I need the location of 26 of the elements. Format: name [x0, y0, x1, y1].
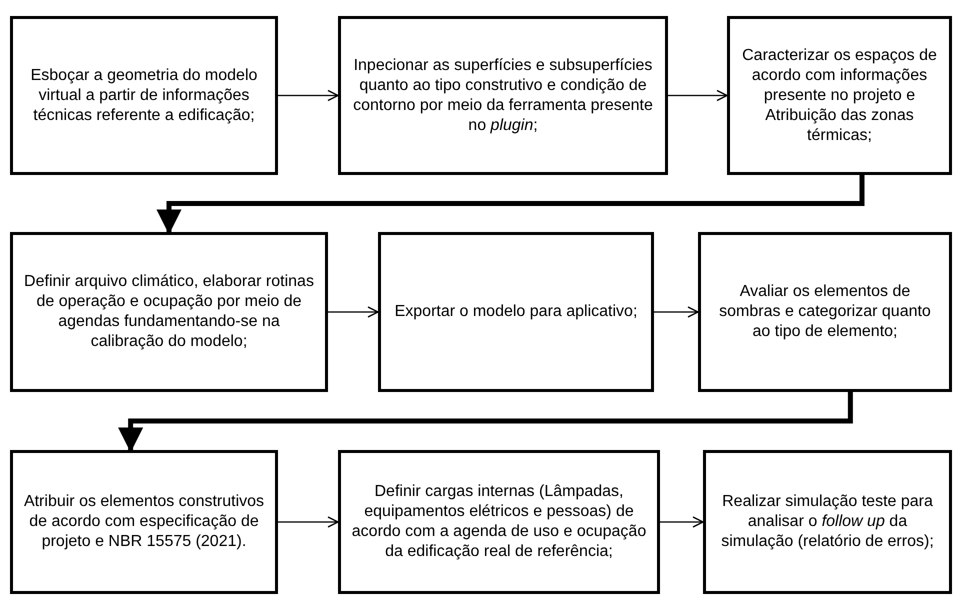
process-box [338, 16, 668, 175]
step-text: Definir cargas internas (Lâmpadas, equipamentos elétricos e pessoas) de acordo com a agenda de uso e ocupação da edificação real de referência; [350, 482, 648, 562]
arrow [156, 175, 864, 234]
step-text: Inpecionar as superfícies e subsuperfícies quanto ao tipo construtivo e condição de contorno por meio da ferramenta presente no plugin; [352, 56, 654, 136]
process-box [10, 16, 278, 175]
step-text: Avaliar os elementos de sombras e categorizar quanto ao tipo de elemento; [718, 282, 932, 342]
process-box [727, 16, 952, 175]
arrow [660, 516, 704, 528]
arrow [278, 90, 339, 102]
process-box [10, 450, 278, 594]
process-box [10, 232, 328, 392]
arrow [328, 306, 379, 318]
step-text: Esboçar a geometria do modelo virtual a partir de informações técnicas referente a edificação; [30, 66, 258, 126]
process-box [698, 232, 952, 392]
process-box [378, 232, 654, 392]
arrow [278, 516, 339, 528]
process-box [338, 450, 660, 594]
step-text: Exportar o modelo para aplicativo; [394, 302, 638, 322]
step-text: Definir arquivo climático, elaborar rotinas de operação e ocupação por meio de agendas fundamentando-se na calibração do modelo; [23, 272, 315, 352]
arrow [668, 90, 728, 102]
arrow [654, 306, 699, 318]
step-text: Realizar simulação teste para analisar o follow up da simulação (relatório de erros); [720, 492, 935, 552]
process-box [703, 450, 952, 594]
step-text: Caracterizar os espaços de acordo com informações presente no projeto e Atribuição das zonas térmicas; [741, 46, 938, 146]
step-text: Atribuir os elementos construtivos de acordo com especificação de projeto e NBR 15575 (2021). [22, 492, 266, 552]
arrow [118, 392, 853, 452]
